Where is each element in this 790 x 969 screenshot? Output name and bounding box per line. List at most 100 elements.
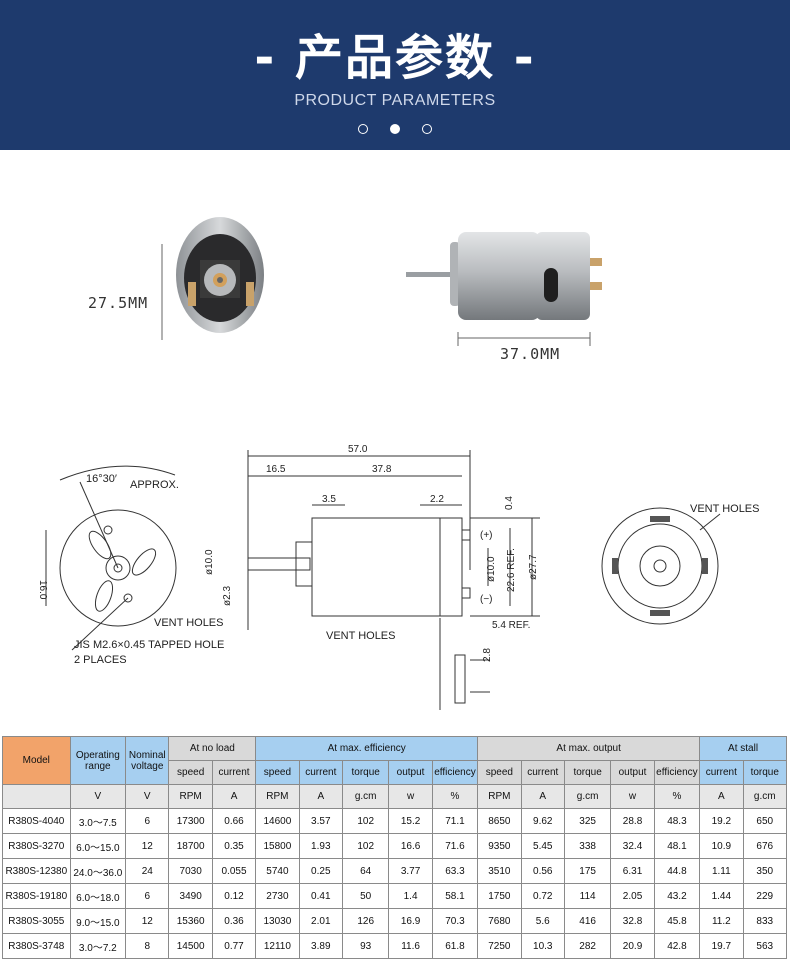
subheader-cell: current [520, 760, 565, 785]
value-cell: 12 [125, 908, 170, 934]
value-cell: 7030 [168, 858, 213, 884]
header-banner: - 产品参数 - PRODUCT PARAMETERS [0, 0, 790, 150]
approx-label: APPROX. [130, 479, 179, 491]
model-cell: R380S-19180 [2, 883, 71, 909]
inner-diameter-label: ø10.0 [486, 556, 497, 582]
value-cell: 42.8 [653, 933, 701, 959]
carousel-dot[interactable] [358, 124, 368, 134]
value-cell: 12110 [255, 933, 300, 959]
side-dimension-label: 37.0MM [500, 345, 561, 363]
value-cell: 3490 [168, 883, 213, 909]
value-cell: 0.56 [520, 858, 565, 884]
terminal-gap-label: 0.4 [504, 496, 515, 510]
value-cell: 13030 [255, 908, 300, 934]
value-cell: 0.72 [520, 883, 565, 909]
unit-cell: g.cm [742, 784, 787, 809]
value-cell: 0.25 [298, 858, 343, 884]
value-cell: 3510 [477, 858, 522, 884]
value-cell: 28.8 [610, 808, 655, 834]
value-cell: 1.93 [298, 833, 343, 859]
value-cell: 15360 [168, 908, 213, 934]
value-cell: 1.11 [699, 858, 744, 884]
center-vent-holes-label: VENT HOLES [326, 630, 396, 642]
value-cell: 126 [341, 908, 390, 934]
value-cell: 10.9 [699, 833, 744, 859]
value-cell: 3.89 [298, 933, 343, 959]
body-length-label: 37.8 [372, 464, 392, 475]
value-cell: 9.62 [520, 808, 565, 834]
unit-cell: RPM [255, 784, 300, 809]
header-model: Model [2, 736, 71, 785]
value-cell: 93 [341, 933, 390, 959]
page-subtitle: PRODUCT PARAMETERS [294, 92, 496, 109]
value-cell: 14600 [255, 808, 300, 834]
value-cell: 6 [125, 883, 170, 909]
value-cell: 63.3 [431, 858, 479, 884]
value-cell: 338 [563, 833, 612, 859]
value-cell: 48.3 [653, 808, 701, 834]
carousel-dot-active[interactable] [390, 124, 400, 134]
subheader-cell: torque [563, 760, 612, 785]
header-max-efficiency: At max. efficiency [255, 736, 479, 761]
value-cell: 0.055 [211, 858, 257, 884]
value-cell: 61.8 [431, 933, 479, 959]
value-cell: 18700 [168, 833, 213, 859]
value-cell: 15.2 [388, 808, 433, 834]
value-cell: 64 [341, 858, 390, 884]
value-cell: 3.0～7.5 [69, 808, 127, 834]
subheader-cell: speed [255, 760, 300, 785]
subheader-cell: current [211, 760, 257, 785]
unit-cell: w [610, 784, 655, 809]
value-cell: 0.36 [211, 908, 257, 934]
value-cell: 0.41 [298, 883, 343, 909]
left-vent-holes-label: VENT HOLES [154, 617, 224, 629]
value-cell: 3.0～7.2 [69, 933, 127, 959]
angle-label: 16°30′ [86, 473, 117, 485]
shaft-diameter-label: ø10.0 [204, 549, 215, 575]
value-cell: 563 [742, 933, 787, 959]
value-cell: 325 [563, 808, 612, 834]
value-cell: 6.0～15.0 [69, 833, 127, 859]
front-dimension-label: 27.5MM [88, 294, 149, 312]
value-cell: 19.7 [699, 933, 744, 959]
value-cell: 102 [341, 808, 390, 834]
value-cell: 114 [563, 883, 612, 909]
value-cell: 0.77 [211, 933, 257, 959]
value-cell: 45.8 [653, 908, 701, 934]
unit-cell: A [298, 784, 343, 809]
value-cell: 10.3 [520, 933, 565, 959]
value-cell: 7250 [477, 933, 522, 959]
model-cell: R380S-3055 [2, 908, 71, 934]
body-diameter-label: ø27.7 [528, 554, 539, 580]
value-cell: 70.3 [431, 908, 479, 934]
carousel-dots [0, 124, 790, 134]
carousel-dot[interactable] [422, 124, 432, 134]
value-cell: 8 [125, 933, 170, 959]
header-no-load: At no load [168, 736, 257, 761]
value-cell: 48.1 [653, 833, 701, 859]
subheader-cell: speed [477, 760, 522, 785]
value-cell: 15800 [255, 833, 300, 859]
model-cell: R380S-3270 [2, 833, 71, 859]
value-cell: 676 [742, 833, 787, 859]
unit-cell-empty [2, 784, 71, 809]
motor-side-photo [406, 232, 602, 346]
value-cell: 16.9 [388, 908, 433, 934]
model-cell: R380S-3748 [2, 933, 71, 959]
value-cell: 11.2 [699, 908, 744, 934]
unit-cell: w [388, 784, 433, 809]
value-cell: 282 [563, 933, 612, 959]
value-cell: 5.6 [520, 908, 565, 934]
value-cell: 50 [341, 883, 390, 909]
unit-cell: % [431, 784, 479, 809]
plus-terminal-label: (+) [480, 530, 493, 541]
value-cell: 5.45 [520, 833, 565, 859]
value-cell: 2.01 [298, 908, 343, 934]
unit-cell: A [211, 784, 257, 809]
overall-length-label: 57.0 [348, 444, 368, 455]
unit-cell: V [125, 784, 170, 809]
unit-cell: % [653, 784, 701, 809]
